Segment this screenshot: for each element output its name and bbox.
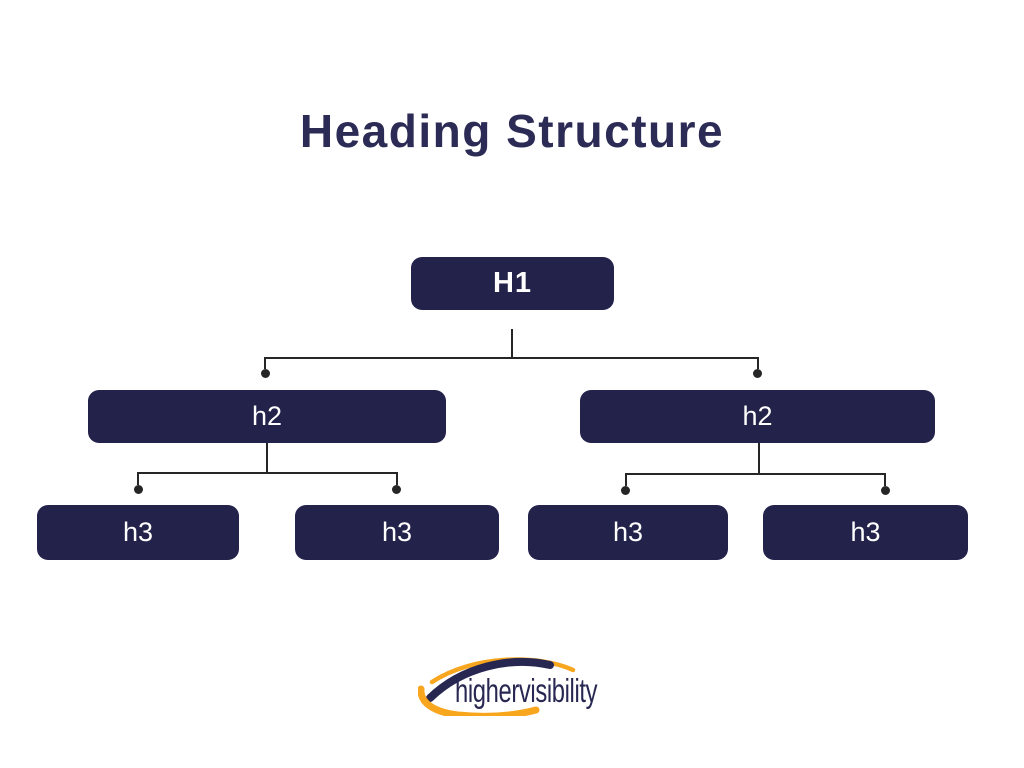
connector-h2-left-horizontal: [137, 472, 398, 474]
connector-h1-stub-left: [264, 357, 266, 369]
connector-h2-right-vertical: [758, 443, 760, 475]
connector-dot: [134, 485, 143, 494]
connector-h2-left-stub-left: [137, 472, 139, 485]
connector-dot: [392, 485, 401, 494]
logo-wordmark: highervisibility: [455, 672, 598, 709]
connector-h2-right-stub-left: [625, 473, 627, 486]
connector-h1-stub-right: [757, 357, 759, 369]
node-h3-4: h3: [763, 505, 968, 560]
node-h3-1: h3: [37, 505, 239, 560]
connector-dot: [881, 486, 890, 495]
highervisibility-logo: highervisibility: [418, 652, 628, 720]
node-h2-left: h2: [88, 390, 446, 443]
connector-h2-right-horizontal: [625, 473, 886, 475]
connector-h2-left-vertical: [266, 443, 268, 474]
node-h3-3: h3: [528, 505, 728, 560]
connector-h1-vertical: [511, 329, 513, 359]
node-h1: H1: [411, 257, 614, 310]
page-title: Heading Structure: [299, 105, 725, 157]
connector-h2-right-stub-right: [884, 473, 886, 486]
orbit-swoosh-icon: [418, 657, 576, 716]
connector-h2-left-stub-right: [396, 472, 398, 485]
node-h3-2: h3: [295, 505, 499, 560]
connector-dot: [753, 369, 762, 378]
connector-h1-horizontal: [264, 357, 759, 359]
connector-dot: [621, 486, 630, 495]
connector-dot: [261, 369, 270, 378]
node-h2-right: h2: [580, 390, 935, 443]
